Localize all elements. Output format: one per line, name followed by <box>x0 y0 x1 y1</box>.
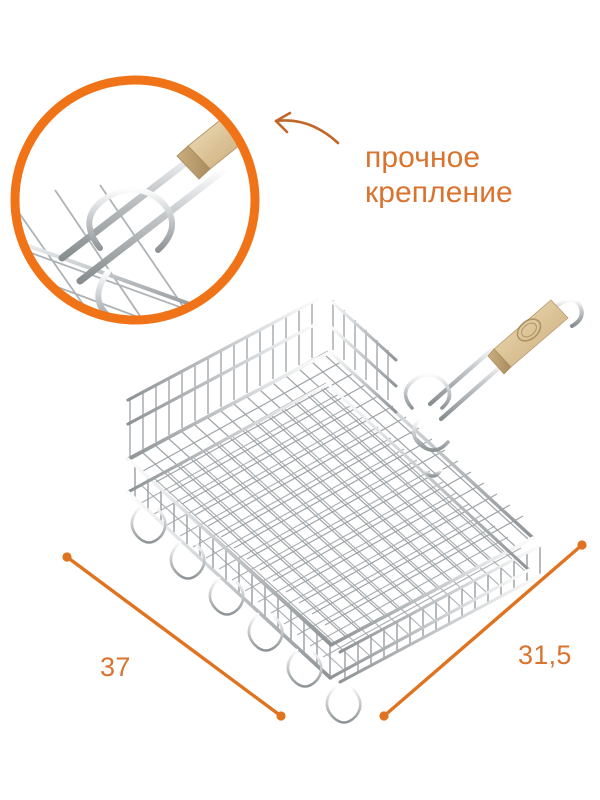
locking-clamp <box>403 372 452 478</box>
basket-front-right-skirt-rail <box>338 543 543 684</box>
basket-lower-tray <box>127 382 526 677</box>
basket-hook-feet <box>130 504 362 724</box>
basket-front-left-skirt <box>134 465 331 678</box>
dimension-label-width: 37 <box>100 652 131 682</box>
dimension-line-depth <box>379 540 587 721</box>
curved-arrow <box>274 111 340 145</box>
wooden-handle <box>487 299 569 375</box>
basket-back-wall-right-rails <box>328 298 398 414</box>
basket-back-wall-left <box>129 302 313 456</box>
basket-lower-frame <box>126 382 531 680</box>
dimension-lines <box>62 540 587 721</box>
handle-loop <box>554 298 584 328</box>
dimension-line-width <box>62 552 286 721</box>
dimension-label-depth: 31,5 <box>518 640 572 670</box>
basket-front-right-skirt <box>344 545 541 680</box>
handle-brand-stamp <box>516 318 542 342</box>
annotation-text: прочное крепление <box>365 141 513 210</box>
basket-back-wall-left-rails <box>126 297 320 461</box>
basket-front-left-skirt-rail <box>126 457 333 680</box>
handle-rods <box>427 342 511 422</box>
basket-top-mesh <box>129 350 529 645</box>
basket-back-wall-right <box>332 300 389 400</box>
